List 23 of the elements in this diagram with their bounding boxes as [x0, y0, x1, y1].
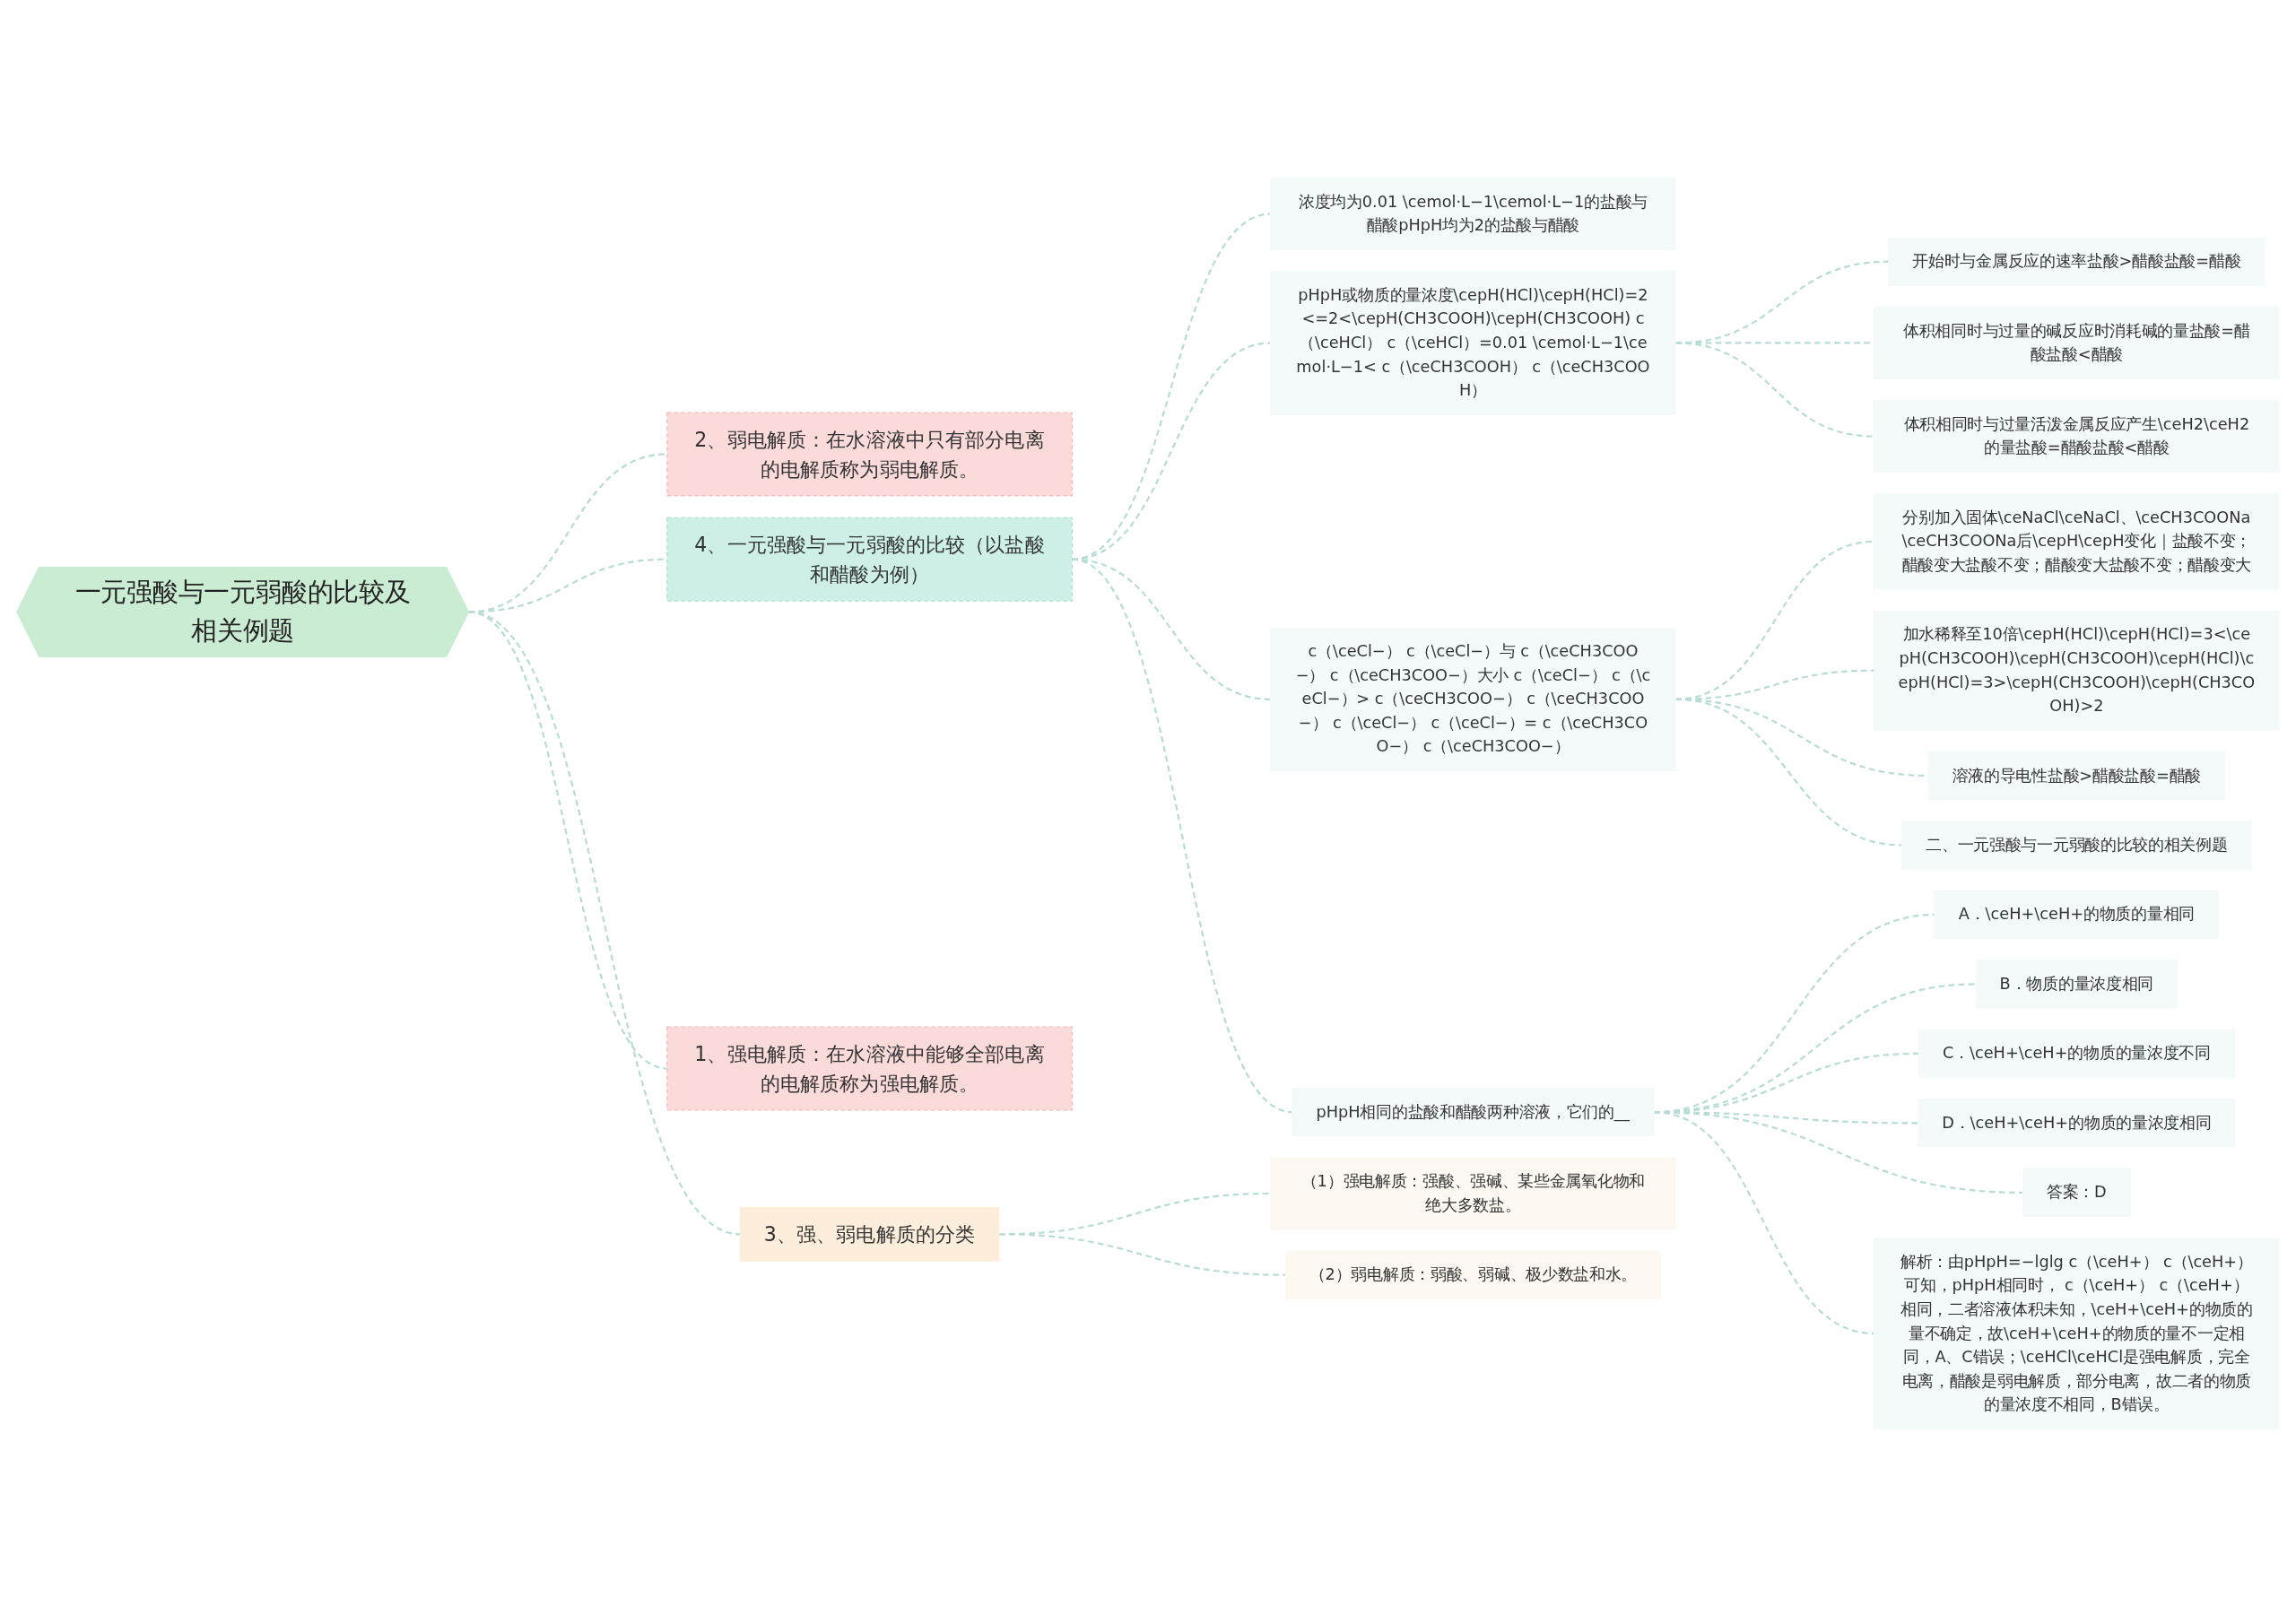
node-box: 开始时与金属反应的速率盐酸>醋酸盐酸=醋酸	[1888, 237, 2266, 286]
connector	[1675, 698, 1902, 847]
node-box: 体积相同时与过量活泼金属反应产生\ceH2\ceH2的量盐酸=醋酸盐酸<醋酸	[1874, 400, 2280, 473]
node-box: c（\ceCl−） c（\ceCl−）与 c（\ceCH3COO−） c（\ceCH3COO−）大小 c（\ceCl−） c（\ceCl−）> c（\ceCH3COO−） c（\ceCH3COO−） c（\ceCl−） c（\ceCl−）= c（\ceCH3COO−） c（\ceCH3COO−）	[1270, 627, 1676, 772]
connector	[998, 1233, 1286, 1276]
node-box: 解析：由pHpH=−lglg c（\ceH+） c（\ceH+）可知，pHpH相同时， c（\ceH+） c（\ceH+）相同，二者溶液体积未知，\ceH+\ceH+的物质的量不确定，故\ceH+\ceH+的物质的量不一定相同，A、C错误；\ceHCl\ceHCl是强电解质，完全电离，醋酸是弱电解质，部分电离，故二者的物质的量浓度不相同，B错误。	[1874, 1238, 2280, 1429]
connector	[1675, 342, 1874, 438]
node-box: （1）强电解质：强酸、强碱、某些金属氧化物和绝大多数盐。	[1270, 1157, 1676, 1230]
node-box: pHpH相同的盐酸和醋酸两种溶液，它们的__	[1292, 1088, 1655, 1137]
node-box: D．\ceH+\ceH+的物质的量浓度相同	[1918, 1099, 2236, 1148]
node-box: 1、强电解质：在水溶液中能够全部电离的电解质称为强电解质。	[666, 1026, 1073, 1111]
node-box: 4、一元强酸与一元弱酸的比较（以盐酸和醋酸为例）	[666, 517, 1073, 602]
node-box: （2）弱电解质：弱酸、弱碱、极少数盐和水。	[1284, 1250, 1662, 1299]
node-box: 答案：D	[2022, 1168, 2131, 1217]
node-box: C．\ceH+\ceH+的物质的量浓度不同	[1918, 1029, 2235, 1078]
node-box: 加水稀释至10倍\cepH(HCl)\cepH(HCl)=3<\cepH(CH3COOH)\cepH(CH3COOH)\cepH(HCl)\cepH(HCl)=3>\cepH(CH3COOH)\cepH(CH3COOH)>2	[1874, 610, 2280, 731]
node-box: 二、一元强酸与一元弱酸的比较的相关例题	[1901, 821, 2252, 870]
node-box: 3、强、弱电解质的分类	[739, 1206, 1000, 1262]
node-box: 2、弱电解质：在水溶液中只有部分电离的电解质称为弱电解质。	[666, 412, 1073, 497]
node-box: pHpH或物质的量浓度\cepH(HCl)\cepH(HCl)=2<=2<\cepH(CH3COOH)\cepH(CH3COOH) c（\ceHCl） c（\ceHCl）=0.01 \cemol·L−1\cemol·L−1< c（\ceCH3COOH） c（\ceCH3COOH）	[1270, 271, 1676, 415]
node-box: 浓度均为0.01 \cemol·L−1\cemol·L−1的盐酸与醋酸pHpH均为2的盐酸与醋酸	[1270, 178, 1676, 250]
node-box: A．\ceH+\ceH+的物质的量相同	[1934, 890, 2220, 940]
node-box: B．物质的量浓度相同	[1975, 960, 2179, 1009]
